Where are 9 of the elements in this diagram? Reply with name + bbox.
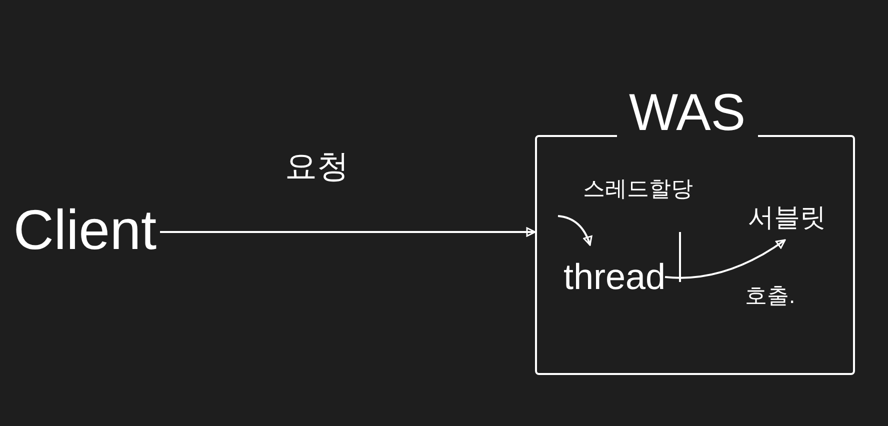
edge-label: 호출. xyxy=(745,285,796,307)
node-text: Client xyxy=(13,202,157,258)
node-text: thread xyxy=(563,259,666,295)
node-text: 서블릿 xyxy=(748,204,826,230)
edge-label: 요청 xyxy=(285,150,349,182)
arrow xyxy=(160,227,536,237)
arrow xyxy=(558,215,592,246)
arrow xyxy=(664,239,786,279)
edge-label: 스레드할당 xyxy=(583,178,693,200)
